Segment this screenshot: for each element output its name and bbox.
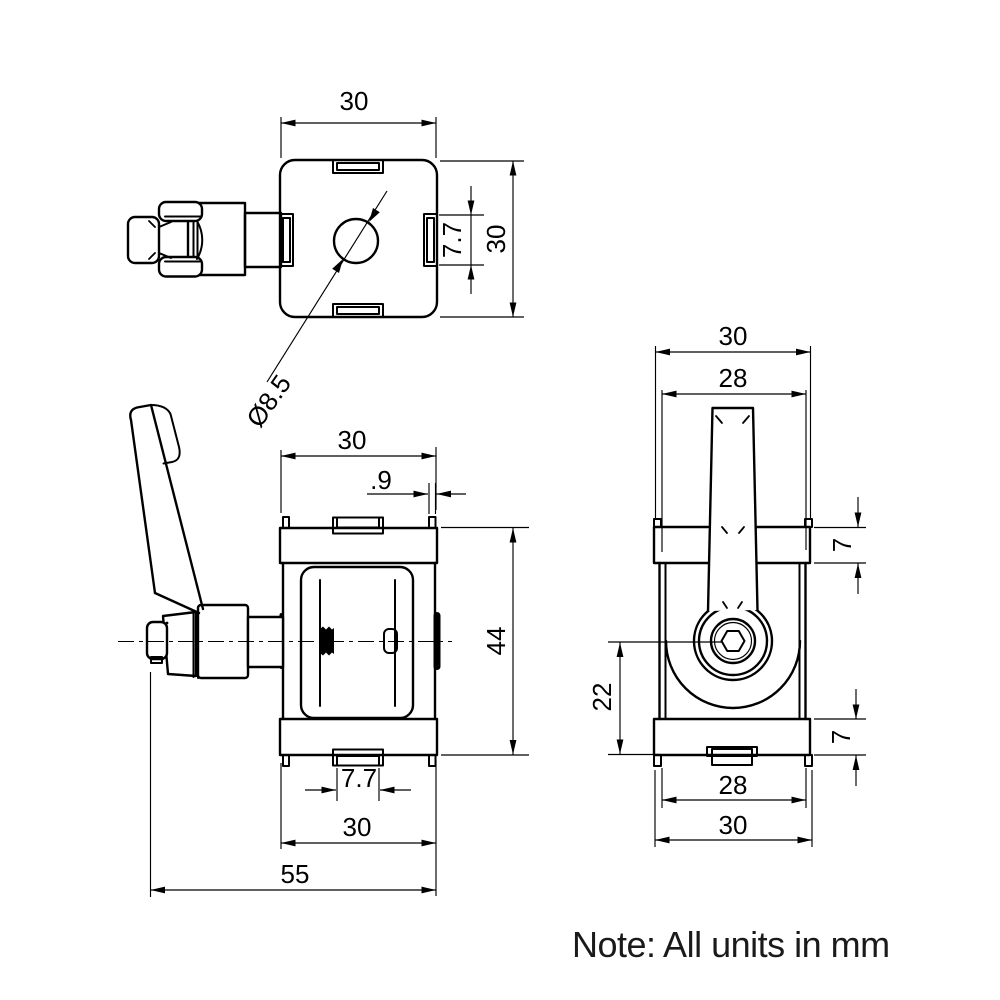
dim-side-width-inner-bottom: 28 [719,770,748,800]
side-view-body [652,406,813,767]
handle-knob-top [126,215,161,265]
lever-arm [129,403,205,611]
dim-side-center-offset: 22 [587,683,617,712]
dim-front-overall: 55 [281,859,310,889]
dim-front-width-top: 30 [338,425,367,455]
dim-side-width-inner-top: 28 [719,363,748,393]
dim-side-flange-bottom: 7 [826,730,856,744]
top-view-body [278,158,439,319]
center-hole [332,217,380,265]
dim-front-width-bottom: 30 [343,812,372,842]
hole-leader-line [266,190,388,383]
lever-grip-lobe [150,404,181,465]
units-note: Note: All units in mm [572,924,890,965]
top-view: 30 7.7 30 Ø8.5 [126,86,524,433]
dim-top-width: 30 [340,86,369,116]
dim-top-slot: 7.7 [437,222,467,258]
threaded-stud [320,626,334,656]
handle-end-cap [145,620,169,661]
side-view: 30 28 7 22 7 28 30 [587,321,866,847]
dim-front-slot: 7.7 [341,763,377,793]
dim-side-width-outer-bottom: 30 [719,810,748,840]
pivot-housing-arc [664,639,802,710]
pivot-boss-ring [692,600,774,682]
top-view-handle [126,200,283,278]
lever-upright [706,406,759,613]
hex-socket [720,630,746,652]
front-view-dimensions: 30 .9 44 7.7 30 55 [149,425,529,897]
side-view-dimensions: 30 28 7 22 7 28 30 [587,321,866,847]
front-view-handle [118,403,452,680]
bolt-head [709,617,757,665]
dim-front-lip: .9 [370,465,392,495]
dim-side-flange-top: 7 [827,538,857,552]
dim-top-height: 30 [481,225,511,254]
top-view-slots [279,159,438,318]
dim-side-width-outer-top: 30 [719,321,748,351]
side-slot-edge [433,612,441,670]
front-view: 30 .9 44 7.7 30 55 [118,403,529,897]
dim-hole-diameter: Ø8.5 [240,369,297,432]
dim-front-height: 44 [481,627,511,656]
